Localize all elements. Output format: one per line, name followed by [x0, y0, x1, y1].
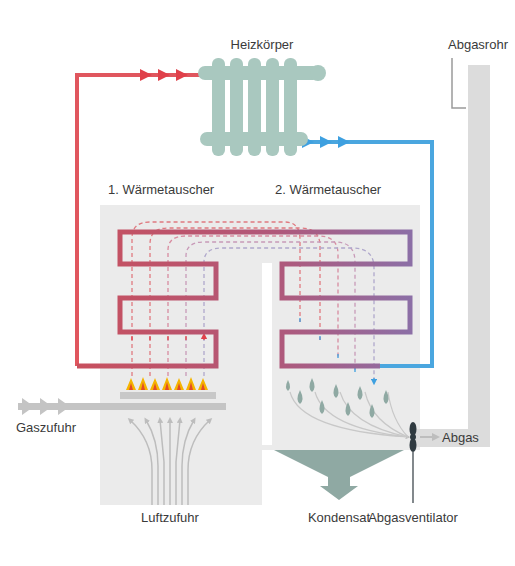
part-label: Luftzufuhr: [141, 510, 199, 526]
heat-exchanger-coil: [77, 232, 410, 366]
heat-flow: [132, 222, 374, 382]
air-supply: [130, 420, 210, 505]
part-label: Abgasrohr: [448, 37, 508, 53]
part-label: Gaszufuhr: [16, 420, 76, 436]
part-label: Abgasventilator: [368, 510, 458, 526]
part-label: Kondensat: [308, 510, 370, 526]
condensate-drops: [286, 378, 408, 437]
exhaust-pipe: [452, 58, 490, 447]
condensate-funnel: [274, 450, 404, 500]
burner: [120, 377, 216, 399]
part-label: Heizkörper: [231, 37, 294, 53]
supply-pipe: [77, 69, 210, 366]
flue-fan: [410, 422, 437, 503]
part-label: 2. Wärmetauscher: [275, 182, 381, 198]
radiator: [198, 58, 326, 156]
part-label: Abgas: [442, 430, 479, 446]
gas-supply: [18, 398, 226, 415]
part-label: 1. Wärmetauscher: [108, 182, 214, 198]
